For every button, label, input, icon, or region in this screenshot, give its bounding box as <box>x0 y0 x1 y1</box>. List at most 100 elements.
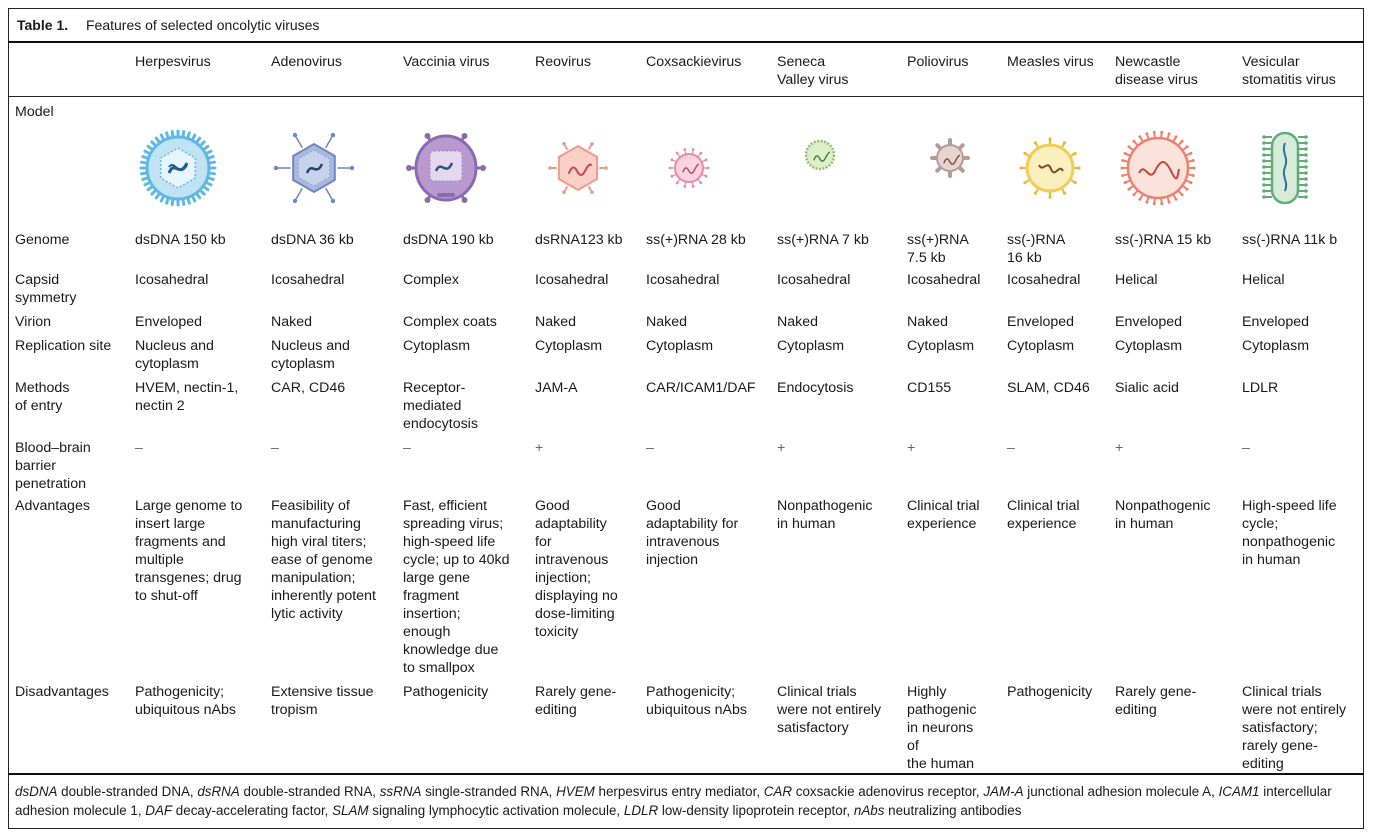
column-header-reovirus: Reovirus <box>535 54 591 70</box>
footnote-definition: signaling lymphocytic activation molecul… <box>368 802 624 818</box>
table-label: Table 1. <box>17 17 69 33</box>
row-label-virion: Virion <box>15 314 52 330</box>
footnote-definition: herpesvirus entry mediator, <box>594 784 764 799</box>
model-cell-newcastle-disease-virus <box>1109 125 1236 231</box>
measles-virus-icon <box>1007 125 1093 211</box>
cell-disadvantages-measles-virus: Pathogenicity <box>1007 684 1093 700</box>
cell-bbb-measles-virus: – <box>1007 440 1015 456</box>
cell-genome-herpesvirus: dsDNA 150 kb <box>135 232 226 248</box>
cell-virion-newcastle-disease-virus: Enveloped <box>1115 314 1183 330</box>
cell-disadvantages-newcastle-disease-virus: Rarely gene-editing <box>1115 684 1197 718</box>
cell-genome-newcastle-disease-virus: ss(-)RNA 15 kb <box>1115 232 1212 248</box>
cell-replication-reovirus: Cytoplasm <box>535 338 603 354</box>
cell-replication-measles-virus: Cytoplasm <box>1007 338 1075 354</box>
cell-virion-poliovirus: Naked <box>907 314 949 330</box>
cell-genome-coxsackievirus: ss(+)RNA 28 kb <box>646 232 746 248</box>
cell-virion-vesicular-stomatitis-virus: Enveloped <box>1242 314 1310 330</box>
model-cell-herpesvirus <box>129 125 265 231</box>
model-cell-reovirus <box>529 125 640 231</box>
cell-entry-seneca-valley-virus: Endocytosis <box>777 380 854 396</box>
cell-replication-vaccinia-virus: Cytoplasm <box>403 338 471 354</box>
row-label-model: Model <box>15 104 54 120</box>
cell-replication-newcastle-disease-virus: Cytoplasm <box>1115 338 1183 354</box>
cell-disadvantages-herpesvirus: Pathogenicity;ubiquitous nAbs <box>135 684 236 718</box>
header-corner <box>9 45 129 103</box>
cell-capsid-herpesvirus: Icosahedral <box>135 272 209 288</box>
footnote-definition: coxsackie adenovirus receptor, <box>792 784 984 799</box>
cell-capsid-seneca-valley-virus: Icosahedral <box>777 272 851 288</box>
cell-virion-coxsackievirus: Naked <box>646 314 688 330</box>
footnote-definition: double-stranded RNA, <box>239 784 380 799</box>
row-model-images <box>9 125 1365 231</box>
adenovirus-icon <box>271 125 357 211</box>
cell-genome-seneca-valley-virus: ss(+)RNA 7 kb <box>777 232 869 248</box>
coxsackievirus-icon <box>646 125 732 211</box>
cell-capsid-vesicular-stomatitis-virus: Helical <box>1242 272 1285 288</box>
table-caption: Features of selected oncolytic viruses <box>85 17 320 33</box>
cell-entry-reovirus: JAM-A <box>535 380 578 396</box>
model-cell-poliovirus <box>901 125 1001 231</box>
vesicular-stomatitis-virus-icon <box>1242 125 1328 211</box>
cell-bbb-coxsackievirus: – <box>646 440 654 456</box>
cell-virion-herpesvirus: Enveloped <box>135 314 203 330</box>
model-cell-vaccinia-virus <box>397 125 529 231</box>
seneca-valley-virus-icon <box>777 125 863 211</box>
cell-virion-reovirus: Naked <box>535 314 577 330</box>
cell-entry-newcastle-disease-virus: Sialic acid <box>1115 380 1179 396</box>
cell-capsid-reovirus: Icosahedral <box>535 272 609 288</box>
cell-entry-measles-virus: SLAM, CD46 <box>1007 380 1090 396</box>
cell-bbb-vesicular-stomatitis-virus: – <box>1242 440 1250 456</box>
footnote-abbr-dsdna: dsDNA <box>15 784 58 799</box>
footnote-definition: single-stranded RNA, <box>421 784 557 799</box>
header-rule-top <box>9 41 1363 43</box>
cell-entry-poliovirus: CD155 <box>907 380 952 396</box>
footnote-definition: double-stranded DNA, <box>57 784 198 799</box>
cell-bbb-vaccinia-virus: – <box>403 440 411 456</box>
footnote-abbr-car: CAR <box>763 784 793 799</box>
cell-replication-seneca-valley-virus: Cytoplasm <box>777 338 845 354</box>
cell-disadvantages-coxsackievirus: Pathogenicity;ubiquitous nAbs <box>646 684 747 718</box>
cell-bbb-reovirus: + <box>535 440 544 456</box>
cell-replication-vesicular-stomatitis-virus: Cytoplasm <box>1242 338 1310 354</box>
table-frame: Table 1. Features of selected oncolytic … <box>8 8 1364 829</box>
footnote-abbr-icam1: ICAM1 <box>1218 784 1260 799</box>
column-header-coxsackievirus: Coxsackievirus <box>646 54 742 70</box>
model-label-spacer <box>129 103 1365 125</box>
footnote-abbr-nabs: nAbs <box>853 802 885 818</box>
footnote-abbr-hvem: HVEM <box>556 784 595 799</box>
column-header-vaccinia-virus: Vaccinia virus <box>403 54 490 70</box>
cell-entry-coxsackievirus: CAR/ICAM1/DAF <box>646 380 756 396</box>
cell-capsid-poliovirus: Icosahedral <box>907 272 981 288</box>
cell-bbb-herpesvirus: – <box>135 440 143 456</box>
footnote-abbr-jam-a: JAM-A <box>983 784 1024 799</box>
cell-genome-vesicular-stomatitis-virus: ss(-)RNA 11k b <box>1242 232 1338 248</box>
footnote-abbr-dsrna: dsRNA <box>197 784 240 799</box>
cell-genome-vaccinia-virus: dsDNA 190 kb <box>403 232 494 248</box>
row-model: Model <box>9 103 1365 125</box>
cell-replication-poliovirus: Cytoplasm <box>907 338 975 354</box>
footnote-definition: decay-accelerating factor, <box>172 802 333 818</box>
cell-virion-measles-virus: Enveloped <box>1007 314 1075 330</box>
